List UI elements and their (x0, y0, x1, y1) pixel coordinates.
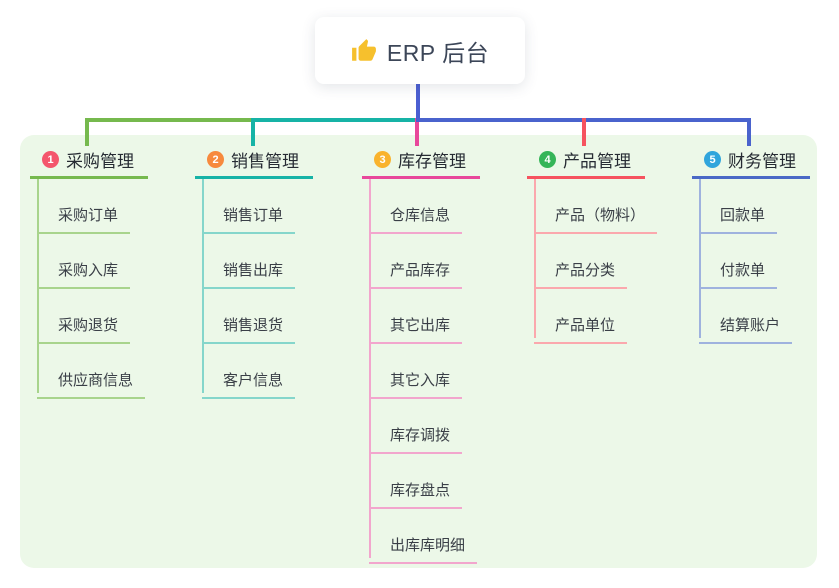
branch-2: 2 销售管理销售订单销售出库销售退货客户信息 (195, 143, 360, 399)
branch-number-badge: 2 (207, 151, 224, 168)
child-node[interactable]: 采购退货 (37, 314, 131, 344)
thumbs-up-icon (351, 38, 377, 64)
branch-number-badge: 4 (539, 151, 556, 168)
child-row: 供应商信息 (30, 344, 195, 399)
child-node[interactable]: 产品单位 (534, 314, 628, 344)
child-row: 采购订单 (30, 179, 195, 234)
connector-bar-teal (251, 118, 415, 122)
branch-children: 仓库信息产品库存其它出库其它入库库存调拨库存盘点出库库明细 (362, 179, 527, 564)
child-node[interactable]: 供应商信息 (37, 369, 146, 399)
branch-tree-line (202, 179, 204, 393)
branch-topic-5[interactable]: 5 财务管理 (692, 143, 810, 179)
branch-topic-1[interactable]: 1 采购管理 (30, 143, 148, 179)
child-node[interactable]: 付款单 (699, 259, 778, 289)
branch-number-badge: 5 (704, 151, 721, 168)
child-node[interactable]: 其它入库 (369, 369, 463, 399)
child-node[interactable]: 销售出库 (202, 259, 296, 289)
child-node[interactable]: 库存调拨 (369, 424, 463, 454)
connector-drop-4 (582, 118, 586, 146)
branch-1: 1 采购管理采购订单采购入库采购退货供应商信息 (30, 143, 195, 399)
child-row: 销售退货 (195, 289, 360, 344)
child-row: 采购退货 (30, 289, 195, 344)
branch-3: 3 库存管理仓库信息产品库存其它出库其它入库库存调拨库存盘点出库库明细 (362, 143, 527, 564)
child-node[interactable]: 其它出库 (369, 314, 463, 344)
branch-tree-line (37, 179, 39, 393)
branch-children: 销售订单销售出库销售退货客户信息 (195, 179, 360, 399)
child-node[interactable]: 采购入库 (37, 259, 131, 289)
child-node[interactable]: 结算账户 (699, 314, 793, 344)
child-row: 其它入库 (362, 344, 527, 399)
branches-panel (20, 135, 817, 568)
connector-root-drop (416, 84, 420, 122)
child-row: 仓库信息 (362, 179, 527, 234)
child-node[interactable]: 采购订单 (37, 204, 131, 234)
branch-topic-2[interactable]: 2 销售管理 (195, 143, 313, 179)
child-row: 采购入库 (30, 234, 195, 289)
connector-drop-1 (85, 118, 89, 146)
child-node[interactable]: 出库库明细 (369, 534, 478, 564)
child-row: 产品库存 (362, 234, 527, 289)
child-row: 产品（物料） (527, 179, 692, 234)
child-row: 客户信息 (195, 344, 360, 399)
branch-4: 4 产品管理产品（物料） 产品分类产品单位 (527, 143, 692, 344)
root-label: ERP 后台 (386, 39, 490, 66)
branch-topic-4[interactable]: 4 产品管理 (527, 143, 645, 179)
branch-label: 财务管理 (728, 152, 796, 171)
branch-tree-line (369, 179, 371, 558)
child-node[interactable]: 仓库信息 (369, 204, 463, 234)
branch-children: 回款单付款单结算账户 (692, 179, 839, 344)
branch-label: 销售管理 (231, 152, 299, 171)
child-row: 产品分类 (527, 234, 692, 289)
child-row: 出库库明细 (362, 509, 527, 564)
child-row: 销售订单 (195, 179, 360, 234)
branch-topic-3[interactable]: 3 库存管理 (362, 143, 480, 179)
child-row: 回款单 (692, 179, 839, 234)
branch-tree-line (699, 179, 701, 338)
connector-drop-2 (251, 118, 255, 146)
branch-5: 5 财务管理回款单付款单结算账户 (692, 143, 839, 344)
child-row: 库存调拨 (362, 399, 527, 454)
child-row: 付款单 (692, 234, 839, 289)
child-node[interactable]: 产品库存 (369, 259, 463, 289)
root-node[interactable]: ERP 后台 (315, 17, 525, 84)
branch-number-badge: 3 (374, 151, 391, 168)
connector-bar-green (85, 118, 251, 122)
child-node[interactable]: 回款单 (699, 204, 778, 234)
child-node[interactable]: 销售退货 (202, 314, 296, 344)
child-node[interactable]: 库存盘点 (369, 479, 463, 509)
branch-children: 采购订单采购入库采购退货供应商信息 (30, 179, 195, 399)
child-row: 其它出库 (362, 289, 527, 344)
branch-children: 产品（物料） 产品分类产品单位 (527, 179, 692, 344)
branch-number-badge: 1 (42, 151, 59, 168)
child-node[interactable]: 销售订单 (202, 204, 296, 234)
branch-label: 库存管理 (398, 152, 466, 171)
child-row: 库存盘点 (362, 454, 527, 509)
child-row: 产品单位 (527, 289, 692, 344)
branch-label: 采购管理 (66, 152, 134, 171)
branch-tree-line (534, 179, 536, 338)
branch-label: 产品管理 (563, 152, 631, 171)
child-node[interactable]: 产品分类 (534, 259, 628, 289)
child-row: 结算账户 (692, 289, 839, 344)
connector-drop-3 (415, 118, 419, 146)
child-row: 销售出库 (195, 234, 360, 289)
connector-drop-5 (747, 118, 751, 146)
child-node[interactable]: 产品（物料） (534, 204, 658, 234)
child-node[interactable]: 客户信息 (202, 369, 296, 399)
